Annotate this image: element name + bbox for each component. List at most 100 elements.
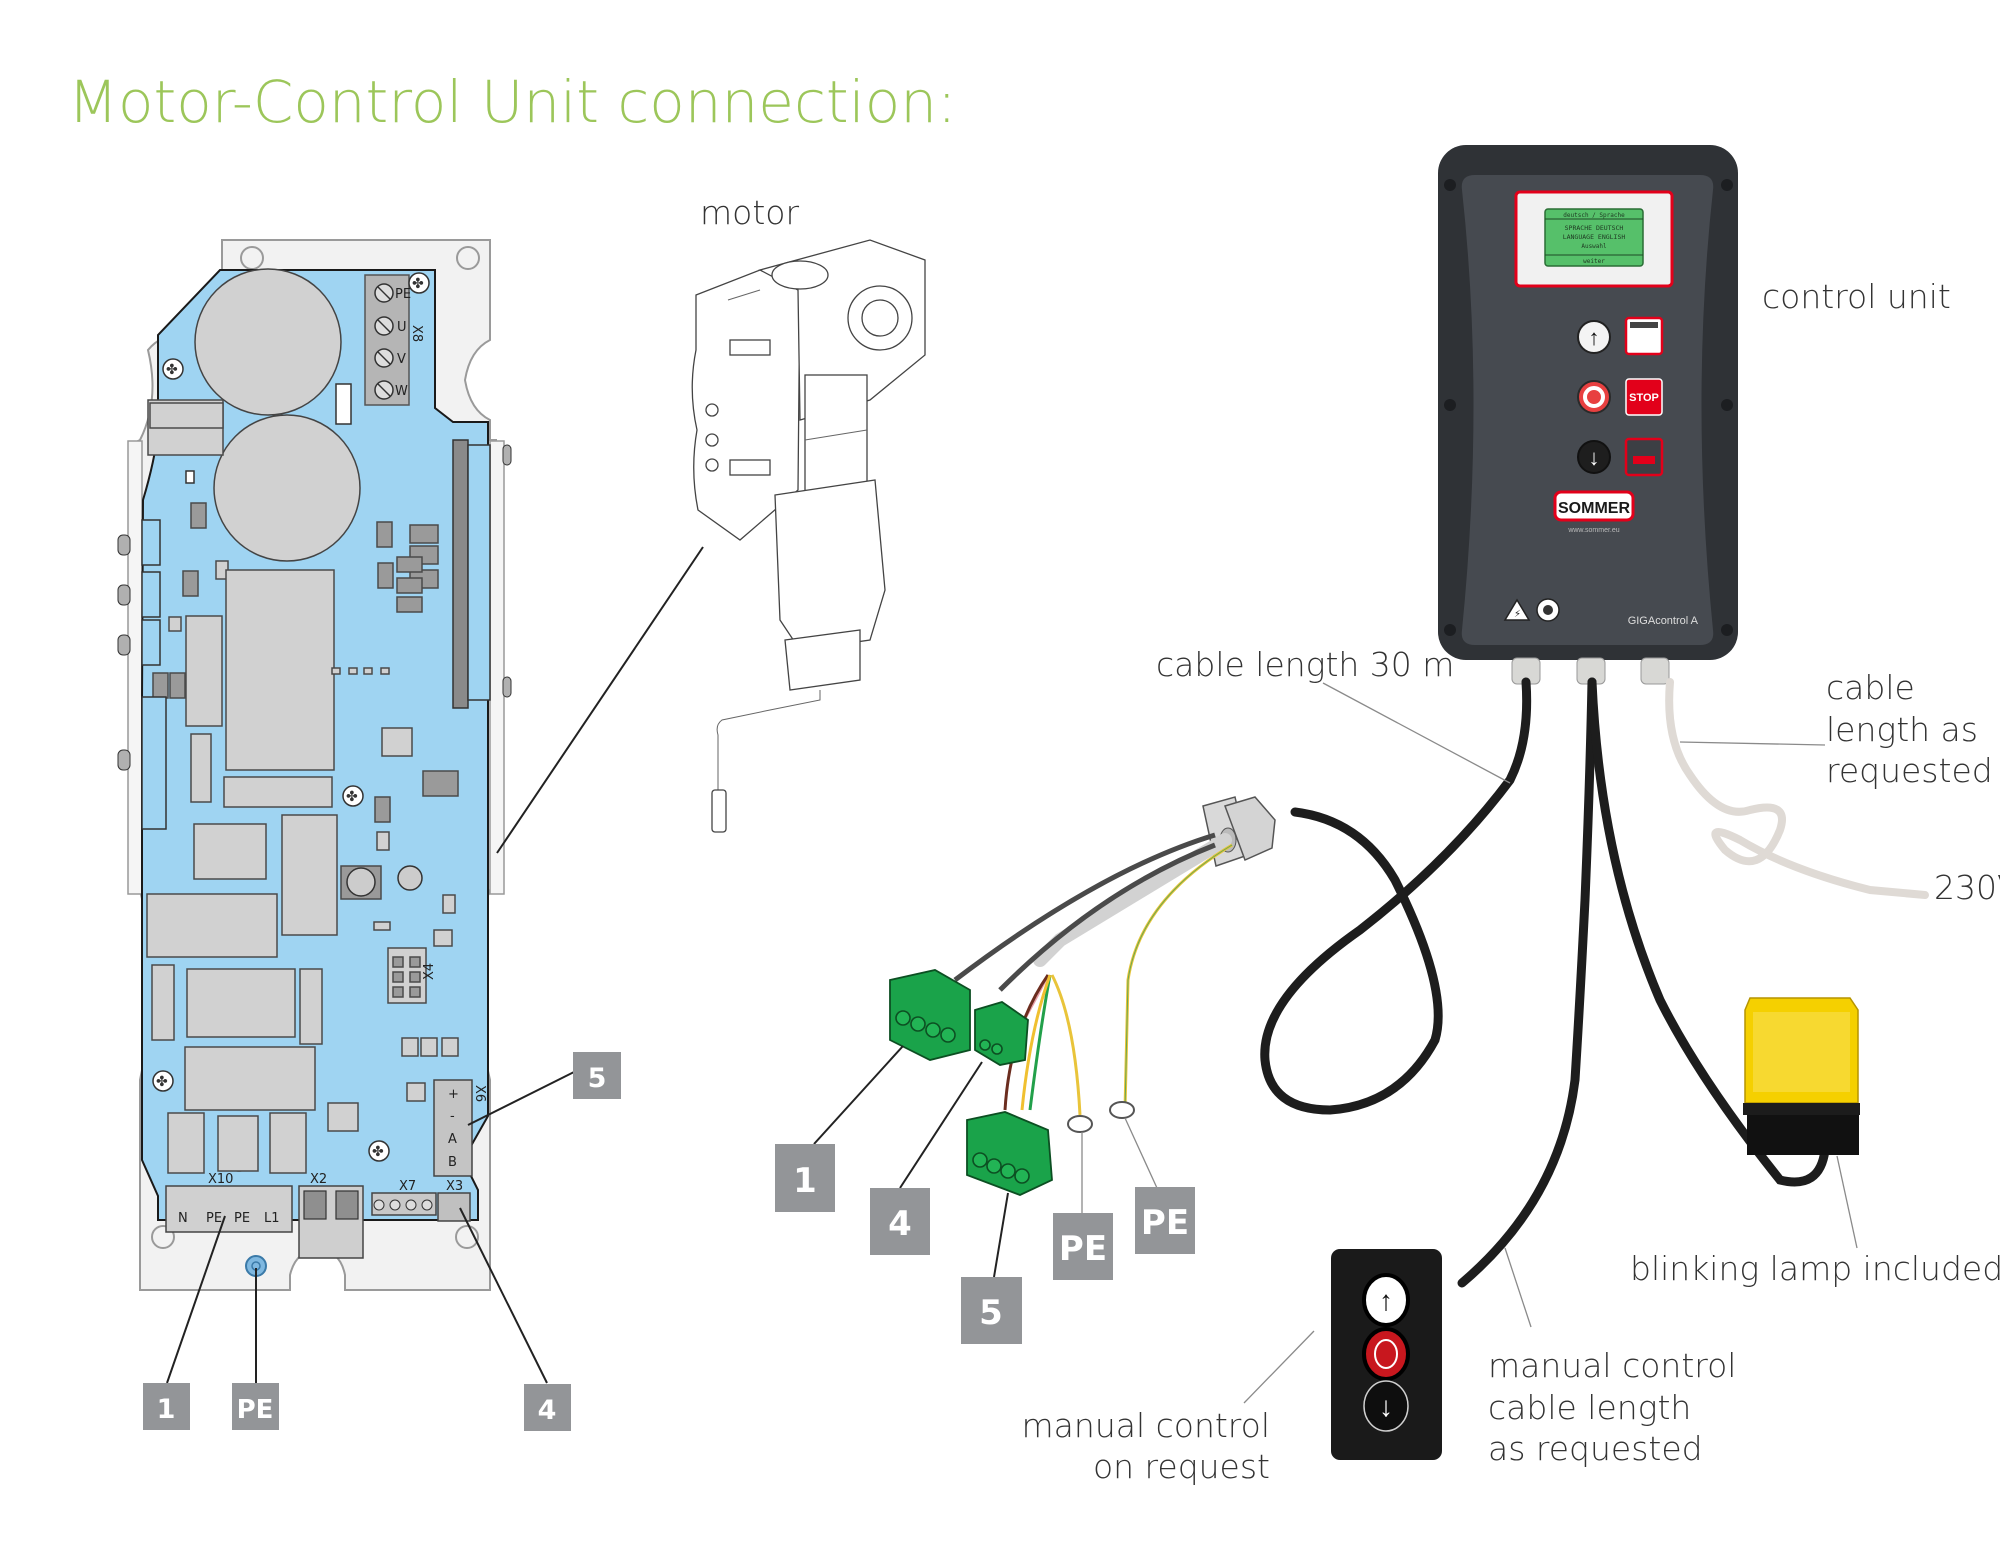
terminal-x6 [433, 1079, 473, 1177]
svg-text:⚡: ⚡ [1514, 609, 1521, 620]
mount-hole [455, 1225, 479, 1249]
manual-control-cable-label: as requested [1488, 1429, 1703, 1468]
x6-label: X6 [472, 1085, 487, 1102]
motor-drawing [691, 239, 926, 833]
leader-5 [467, 1071, 575, 1126]
x10-pin-label: PE [206, 1211, 222, 1226]
manual-up-button[interactable]: ↑ [1362, 1273, 1410, 1327]
arrow-down-icon: ↓ [1379, 1391, 1393, 1422]
mount-hole [456, 246, 480, 270]
manual-cable-leader [1504, 1247, 1532, 1328]
pcb-components [117, 383, 512, 1174]
green-wire [1028, 974, 1052, 1111]
cable-tag-5: 5 [961, 1277, 1022, 1344]
terminal-x10 [165, 1185, 293, 1233]
svg-text:5: 5 [588, 1063, 607, 1094]
black-wire [998, 842, 1216, 992]
lcd-line: deutsch / Sprache [1563, 212, 1625, 219]
leader-5b [993, 1192, 1009, 1278]
connector-green-4pin-b [966, 1111, 1053, 1196]
svg-text:1: 1 [793, 1161, 817, 1201]
arrow-up-icon: ↑ [1589, 325, 1600, 350]
x8-pin-label: U [397, 320, 407, 335]
svg-text:✤: ✤ [166, 361, 178, 377]
stop-button[interactable] [1577, 380, 1611, 414]
electric-warning-icon [1503, 598, 1531, 621]
manual-control-leader [1243, 1330, 1315, 1404]
black-wire [953, 832, 1216, 982]
lcd-line: SPRACHE DEUTSCH [1565, 224, 1624, 232]
x8-label: X8 [409, 325, 424, 342]
x10-label: X10 [208, 1172, 233, 1187]
cable-tag-4: 4 [870, 1188, 930, 1255]
connector-green-4pin [889, 969, 971, 1061]
svg-text:✤: ✤ [346, 788, 358, 804]
ring-terminal [1067, 1115, 1093, 1133]
manual-control-cable [1457, 677, 1597, 1288]
lcd-display [1544, 208, 1644, 267]
x6-pin-label: + [448, 1087, 459, 1102]
lamp-cable [1587, 677, 1830, 1187]
pcb-board: PE U V W X8 ✤ ✤ ✤ ✤ ✤ ✤ [117, 239, 575, 1384]
cable-30m-leader [1322, 682, 1511, 784]
motor-cable [1260, 677, 1532, 1115]
leader-1 [166, 1215, 226, 1384]
manual-control-optional-label: manual control [1022, 1406, 1270, 1445]
svg-text:PE: PE [237, 1395, 274, 1425]
power-cable-label-line: length as [1826, 710, 1978, 749]
x6-pin-label: A [448, 1132, 457, 1147]
motor-label: motor [700, 193, 799, 232]
x8-pin-label: V [397, 352, 406, 367]
capacitor [213, 414, 361, 562]
manual-control-optional-label: on request [1093, 1447, 1270, 1486]
arrow-up-icon: ↑ [1379, 1285, 1393, 1316]
cable-tag-pe-2: PE [1135, 1187, 1195, 1254]
manual-down-button[interactable]: ↓ [1363, 1380, 1409, 1432]
x2-label: X2 [310, 1172, 327, 1187]
capacitor [194, 268, 342, 416]
cable-tag-pe-1: PE [1053, 1213, 1113, 1280]
cable-tag-1: 1 [775, 1144, 835, 1212]
x7-label: X7 [399, 1179, 416, 1194]
motor-leader [496, 546, 704, 854]
pcb-tag-4: 4 [524, 1384, 571, 1431]
svg-text:4: 4 [538, 1395, 557, 1426]
leader-4b [899, 1061, 983, 1189]
x6-pin-label: - [450, 1109, 455, 1124]
connector-green-2pin [974, 1001, 1029, 1066]
power-cable [1665, 678, 1929, 899]
leader-4 [459, 1207, 548, 1384]
svg-text:1: 1 [157, 1394, 176, 1425]
svg-text:5: 5 [979, 1293, 1003, 1333]
control-unit: deutsch / Sprache SPRACHE DEUTSCH LANGUA… [1438, 145, 1738, 685]
leader-1b [813, 1045, 904, 1145]
cable-30m-label: cable length 30 m [1156, 645, 1454, 684]
control-unit-label: control unit [1762, 277, 1951, 316]
svg-text:PE: PE [1059, 1229, 1107, 1269]
close-button[interactable]: ↓ [1577, 440, 1611, 474]
x10-pin-label: L1 [264, 1211, 280, 1226]
lcd-line: weiter [1583, 258, 1605, 265]
page-title: Motor-Control Unit connection: [68, 68, 957, 136]
svg-text:✤: ✤ [412, 275, 424, 291]
x10-pin-label: PE [234, 1211, 250, 1226]
lcd-line: LANGUAGE ENGLISH [1563, 233, 1626, 241]
x8-pin-label: PE [395, 287, 411, 302]
stop-sign-panel: STOP [1625, 378, 1663, 416]
cable-gland [1640, 657, 1670, 685]
x3-label: X3 [446, 1179, 463, 1194]
x4-label: X4 [422, 963, 437, 980]
x7-screws [373, 1199, 433, 1211]
open-button[interactable]: ↑ [1577, 320, 1611, 354]
svg-text:4: 4 [888, 1204, 912, 1244]
x8-screws [374, 283, 394, 400]
power-cable-label-line: cable [1826, 668, 1915, 707]
voltage-label: 230V [1934, 868, 2000, 907]
side-rail [127, 440, 143, 895]
power-cable-leader [1679, 741, 1826, 746]
model-name: GIGAcontrol A [1628, 615, 1699, 627]
manual-stop-button[interactable] [1362, 1327, 1410, 1381]
sheathed-cable [1033, 833, 1232, 967]
mount-hole [151, 1225, 175, 1249]
